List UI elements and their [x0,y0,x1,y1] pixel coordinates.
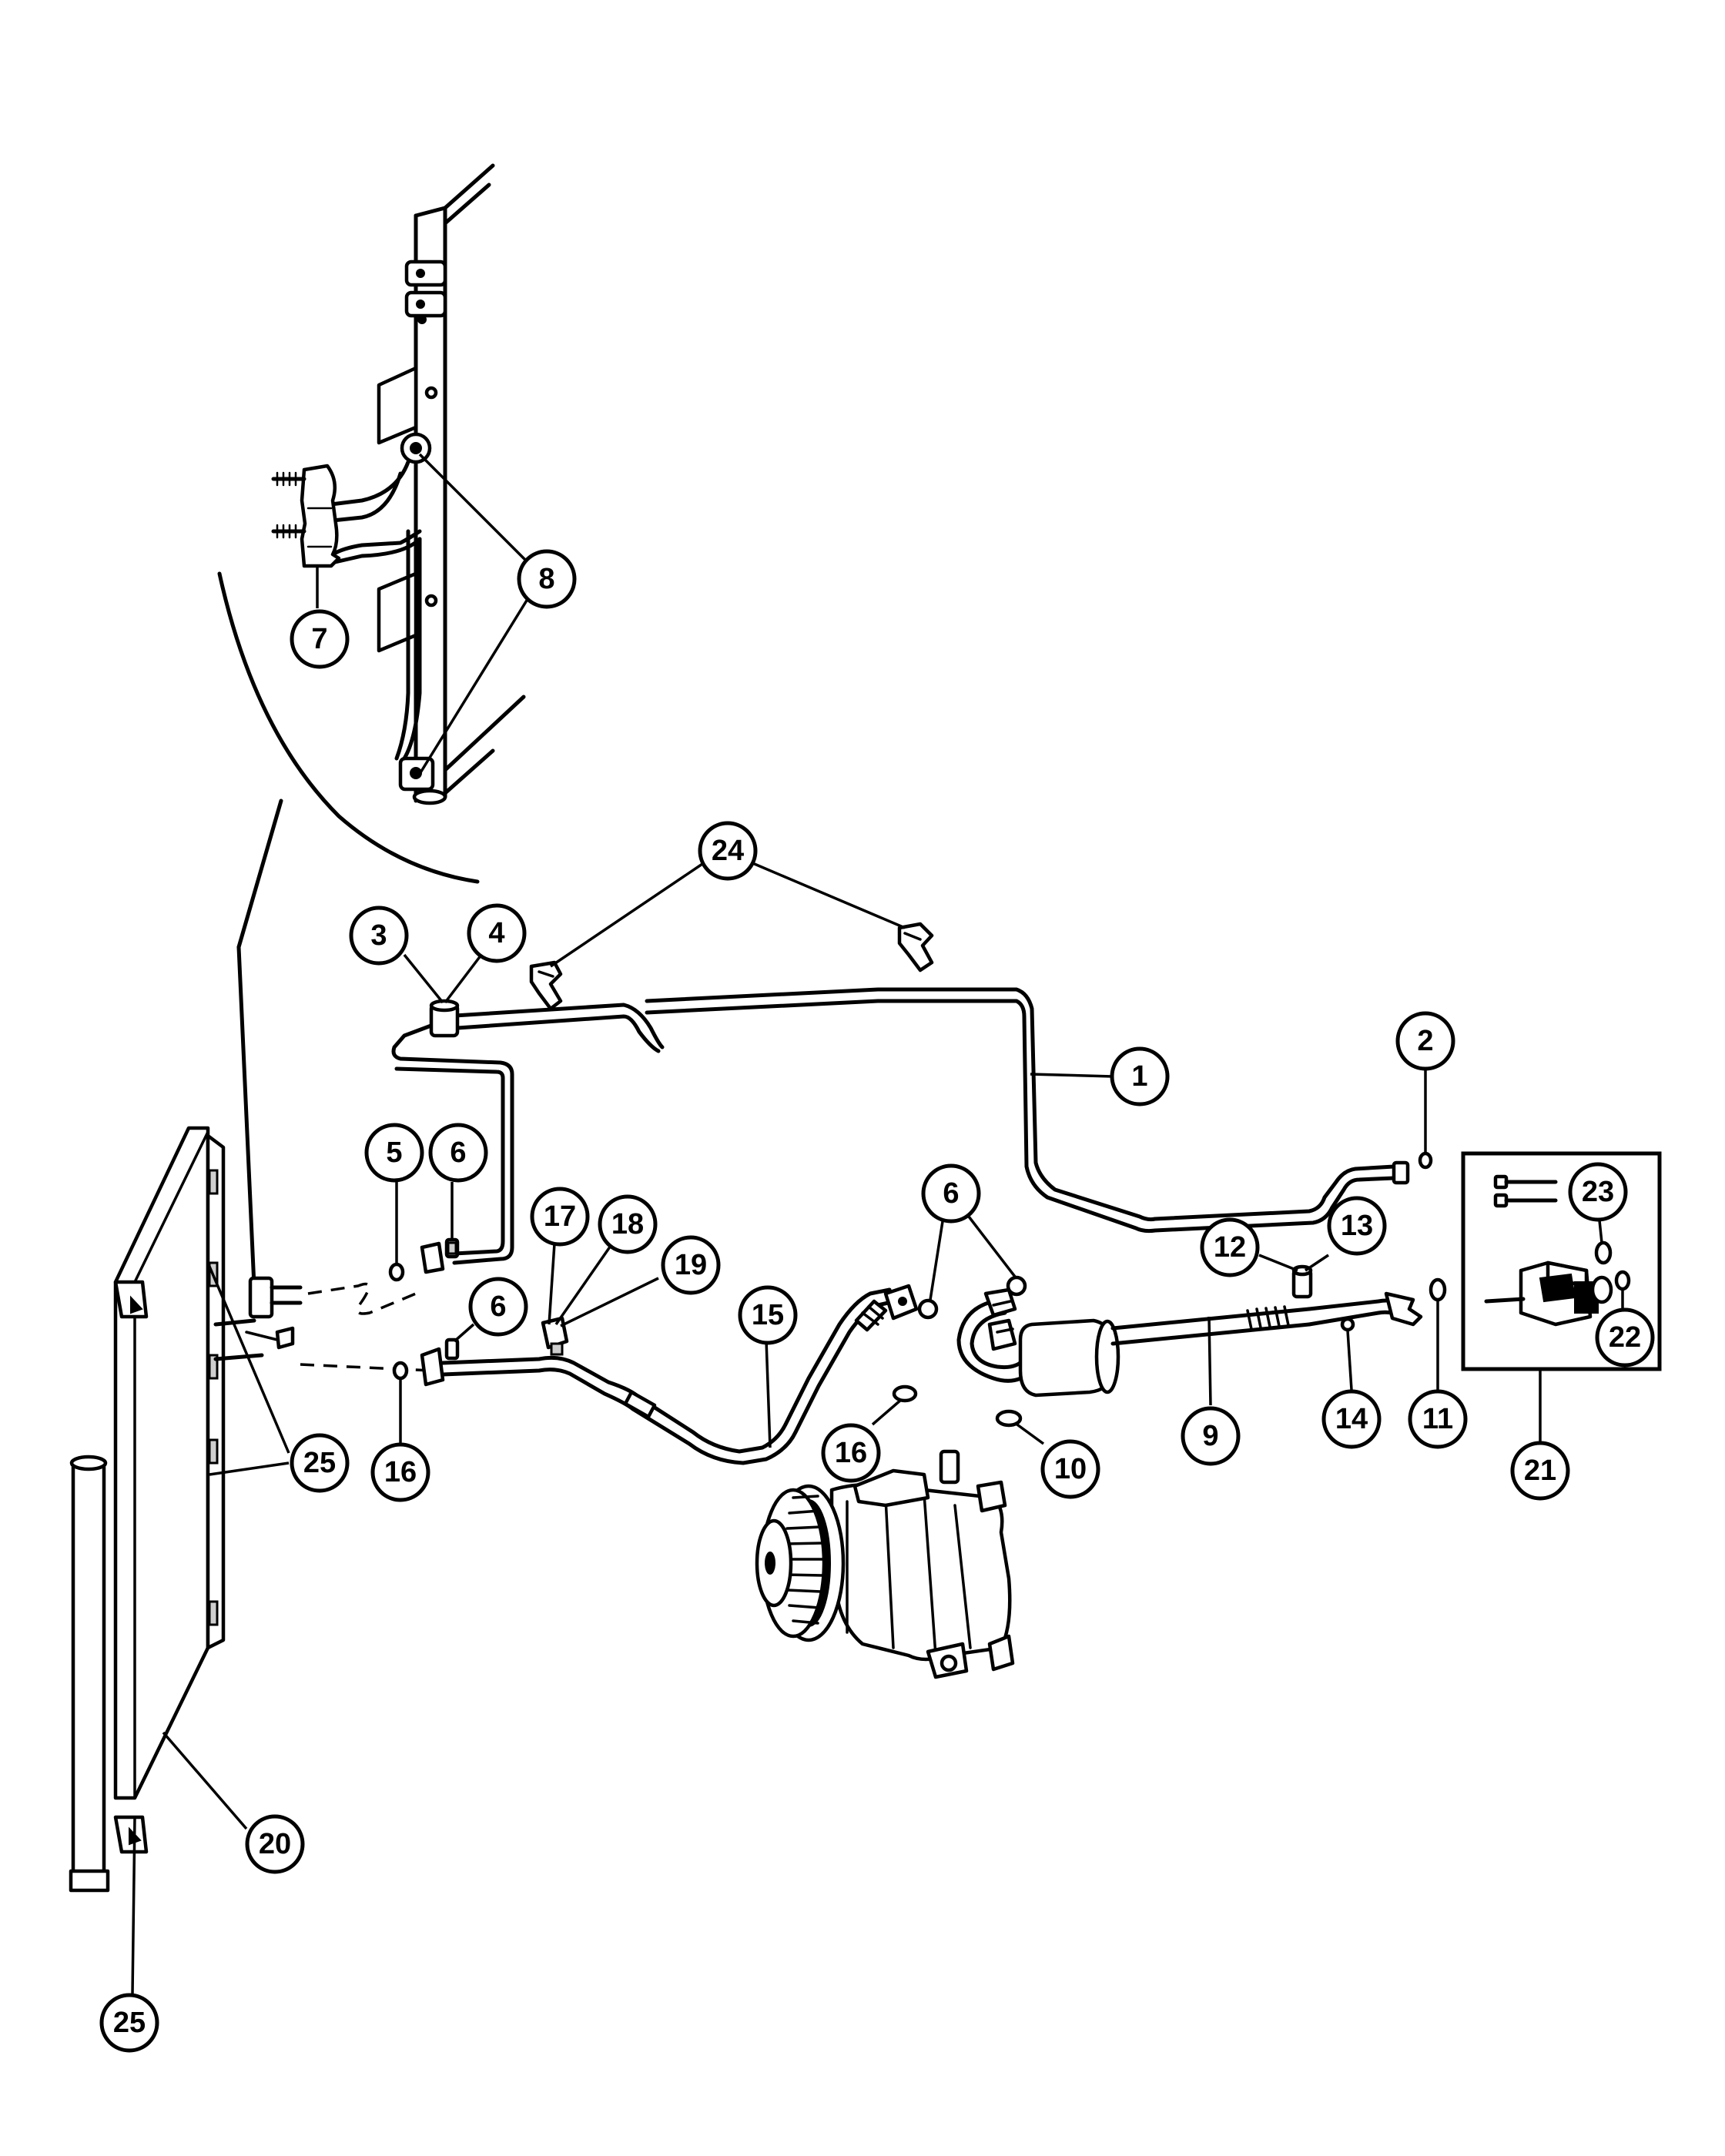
callout-18: 18 [598,1194,658,1254]
callout-2: 2 [1395,1011,1455,1071]
callout-11: 11 [1408,1389,1468,1449]
callout-25-lower: 25 [99,1993,159,2053]
callout-17: 17 [530,1187,590,1247]
svg-text:25: 25 [113,2007,146,2039]
callout-20: 20 [245,1814,305,1874]
callout-24: 24 [698,821,758,881]
gasket-11 [1429,1277,1447,1302]
o-ring-16-left [392,1361,409,1381]
callout-14: 14 [1321,1389,1382,1449]
svg-text:6: 6 [943,1177,959,1210]
svg-text:6: 6 [450,1137,466,1169]
clip-24-left [529,960,563,1011]
detail-leader-line [236,798,283,949]
dashed-connection-lower [300,1363,432,1372]
callout-7: 7 [290,609,350,669]
svg-text:2: 2 [1417,1025,1433,1057]
svg-text:25: 25 [303,1447,336,1479]
callout-13: 13 [1327,1196,1387,1256]
svg-text:21: 21 [1524,1455,1556,1487]
svg-text:4: 4 [488,917,504,949]
callout-19: 19 [661,1235,721,1295]
callout-4: 4 [467,903,527,963]
callout-12: 12 [1200,1217,1260,1277]
compressor [755,1449,1015,1679]
svg-text:15: 15 [752,1299,784,1331]
callout-6-center: 6 [921,1163,981,1224]
callout-1: 1 [1110,1046,1170,1106]
line-1 [391,987,1410,1265]
svg-text:12: 12 [1214,1231,1246,1264]
clip-24-right [897,922,934,973]
callout-23: 23 [1568,1162,1628,1222]
svg-text:19: 19 [675,1249,707,1281]
line-9 [956,1264,1423,1398]
callout-10: 10 [1040,1439,1100,1499]
leader-lines [131,453,1624,1995]
callout-15: 15 [738,1285,798,1345]
callout-3: 3 [349,906,409,966]
svg-text:24: 24 [712,835,744,867]
svg-text:8: 8 [538,563,554,595]
svg-text:20: 20 [259,1828,291,1860]
svg-text:5: 5 [386,1137,402,1169]
svg-text:22: 22 [1609,1321,1641,1354]
svg-text:16: 16 [835,1437,867,1469]
callout-22: 22 [1595,1307,1655,1368]
callout-5: 5 [364,1123,424,1183]
callout-16-left: 16 [370,1442,430,1502]
callout-6-left-lower: 6 [468,1277,528,1337]
svg-text:16: 16 [384,1456,417,1488]
svg-text:6: 6 [490,1291,506,1323]
callout-9: 9 [1181,1406,1241,1466]
svg-text:13: 13 [1341,1210,1373,1242]
callout-6-left-upper: 6 [428,1123,488,1183]
svg-text:10: 10 [1054,1453,1087,1485]
svg-text:1: 1 [1131,1060,1147,1093]
callout-16-center: 16 [821,1423,881,1483]
o-ring-16-center [892,1384,918,1403]
condenser-fitting-block [213,1276,303,1361]
callout-21: 21 [1510,1441,1570,1501]
o-ring-10 [995,1409,1023,1428]
svg-text:7: 7 [311,623,327,655]
line-15 [420,1284,919,1465]
svg-text:3: 3 [370,919,387,952]
svg-text:23: 23 [1582,1176,1614,1208]
nut-14 [1340,1317,1355,1332]
o-ring-5 [388,1262,405,1282]
nut-6-right [1006,1275,1027,1297]
svg-text:11: 11 [1422,1403,1453,1435]
dashed-connection-upper [307,1282,417,1315]
svg-text:14: 14 [1335,1403,1368,1435]
o-ring-2 [1418,1151,1433,1170]
svg-text:9: 9 [1202,1420,1218,1452]
callout-25-upper: 25 [290,1433,350,1493]
svg-text:17: 17 [544,1200,576,1233]
callout-8: 8 [517,549,577,609]
condenser [69,1126,226,1893]
svg-text:18: 18 [611,1208,644,1240]
detail-leader-line-2 [236,945,256,1288]
line-1-fitting [420,1237,460,1274]
detail-break-arc [217,571,480,884]
nut-6-center [917,1298,939,1320]
condenser-rail-detail [271,163,526,805]
